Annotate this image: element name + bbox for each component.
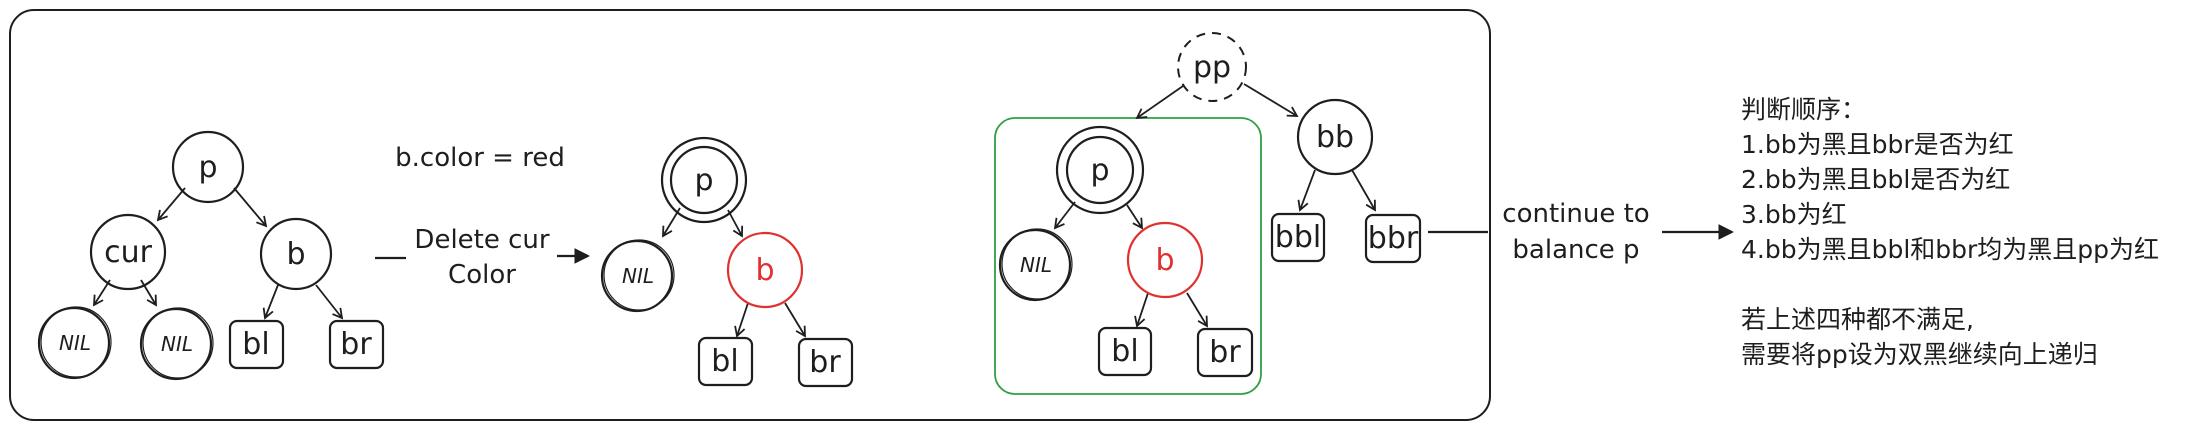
- edge3-b-br: [1186, 292, 1208, 328]
- edge-cur-nil-right: [140, 279, 157, 307]
- node3-bb: [1296, 98, 1374, 176]
- edge-p-b: [233, 187, 268, 228]
- node-br: [328, 319, 385, 370]
- node2-p-label: p: [694, 163, 713, 198]
- node2-bl-label: bl: [711, 344, 738, 379]
- arrow2-label-line1: continue to: [1502, 199, 1649, 229]
- subtree-highlight-box: [994, 117, 1262, 395]
- node-br-label: br: [340, 327, 372, 362]
- node-p-label: p: [198, 150, 217, 185]
- node3-p-outer-ring: [1055, 125, 1145, 215]
- node-nil-left-label: NIL: [59, 331, 91, 355]
- arrow1-label-line1: Delete cur: [414, 225, 549, 255]
- edge-b-bl: [262, 284, 279, 320]
- node-b: [259, 217, 333, 291]
- node2-p-outer-ring: [660, 136, 748, 224]
- node-nil-left: [37, 306, 111, 380]
- node2-bl: [697, 336, 754, 387]
- edge3-p-b: [1126, 204, 1144, 230]
- node-cur-label: cur: [104, 235, 153, 270]
- node3-bbr-label: bbr: [1368, 221, 1419, 256]
- node3-b-label: b: [1155, 243, 1174, 278]
- arrow2-label-line2: balance p: [1512, 235, 1639, 265]
- notes-title: 判断顺序：: [1741, 95, 1866, 124]
- delete-color-arrow: Delete cur Color: [375, 225, 588, 290]
- node2-nil: [600, 239, 674, 313]
- rule-notes: 判断顺序： 1.bb为黑且bbr是否为红 2.bb为黑且bbl是否为红 3.bb…: [1741, 95, 2159, 369]
- stage1-tree: p cur b NIL NIL bl br: [37, 130, 385, 381]
- recolor-annotation: b.color = red: [395, 143, 565, 173]
- node2-b-label: b: [755, 253, 774, 288]
- edge-b-br: [315, 284, 344, 320]
- node3-bbl-label: bbl: [1275, 220, 1321, 255]
- node3-pp-label: pp: [1193, 50, 1231, 85]
- notes-rule-3: 3.bb为红: [1741, 200, 1847, 229]
- notes-rule-4: 4.bb为黑且bbl和bbr均为黑且pp为红: [1741, 235, 2159, 264]
- stage2-tree: b.color = red p NIL b bl br: [395, 136, 854, 388]
- edge3-pp-p: [1135, 85, 1184, 120]
- edge2-b-br: [784, 302, 806, 338]
- node3-nil-label: NIL: [1020, 253, 1052, 277]
- node3-p: [1065, 135, 1135, 205]
- node2-b-red: [726, 231, 804, 309]
- node3-nil: [998, 228, 1072, 302]
- edge2-p-b: [727, 209, 744, 238]
- node3-bbr: [1364, 213, 1422, 264]
- node-bl-label: bl: [242, 327, 269, 362]
- edge2-b-bl: [734, 302, 749, 338]
- arrow1-label-line2: Color: [448, 260, 516, 290]
- node-p: [171, 130, 245, 204]
- node3-p-label: p: [1090, 153, 1109, 188]
- node2-br: [797, 337, 854, 388]
- notes-fallback-2: 需要将pp设为双黑继续向上递归: [1741, 340, 2098, 369]
- edge3-bb-bbl: [1297, 169, 1316, 212]
- edge-cur-nil-left: [93, 279, 111, 307]
- node3-bl-label: bl: [1111, 334, 1138, 369]
- outer-frame: [9, 9, 1491, 421]
- node2-nil-label: NIL: [622, 264, 654, 288]
- node-nil-right: [139, 307, 213, 381]
- edge3-p-nil: [1053, 201, 1076, 230]
- stage3-tree: pp bb bbl bbr p NIL b bl br: [994, 32, 1422, 395]
- node3-bl: [1097, 326, 1153, 377]
- node-b-label: b: [286, 237, 305, 272]
- node3-br-label: br: [1209, 335, 1241, 370]
- continue-balance-arrow: continue to balance p: [1428, 199, 1732, 265]
- notes-rule-1: 1.bb为黑且bbr是否为红: [1741, 130, 2014, 159]
- node3-bbl: [1270, 212, 1326, 263]
- node3-b-red: [1126, 221, 1204, 299]
- node-nil-right-label: NIL: [161, 332, 193, 356]
- node3-br: [1196, 327, 1254, 378]
- edge3-bb-bbr: [1351, 169, 1376, 212]
- node2-br-label: br: [809, 345, 841, 380]
- notes-fallback-1: 若上述四种都不满足,: [1741, 305, 1974, 334]
- edge-p-cur: [156, 187, 186, 222]
- node-cur: [89, 213, 167, 291]
- edge3-b-bl: [1134, 292, 1149, 328]
- node3-bb-label: bb: [1316, 120, 1354, 155]
- edge3-pp-bb: [1243, 83, 1299, 117]
- node3-pp-dashed: [1177, 32, 1247, 102]
- notes-rule-2: 2.bb为黑且bbl是否为红: [1741, 165, 2010, 194]
- node2-p: [669, 145, 739, 215]
- node-bl: [228, 319, 285, 370]
